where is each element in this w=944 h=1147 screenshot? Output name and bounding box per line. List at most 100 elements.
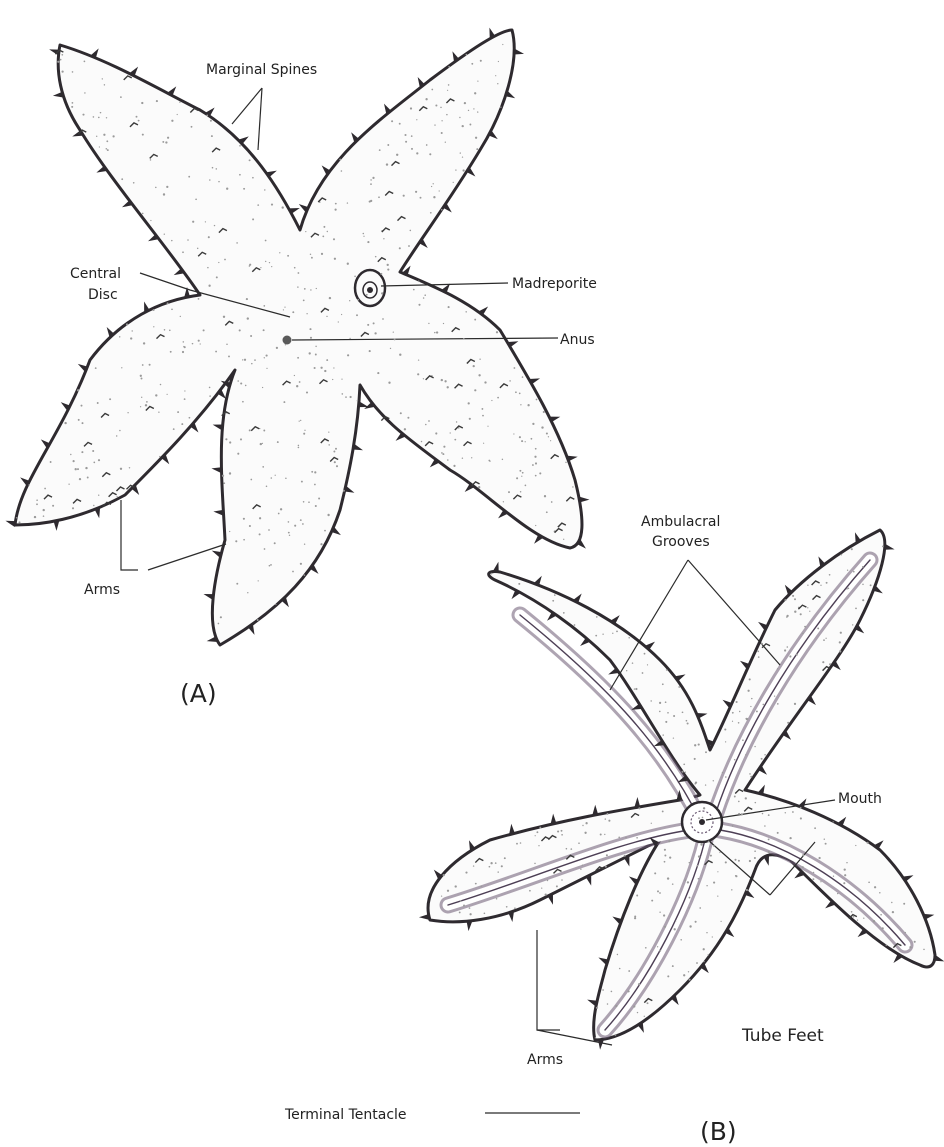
stipple-dot (97, 402, 99, 404)
stipple-dot (453, 465, 455, 467)
stipple-dot (667, 975, 669, 977)
stipple-dot (284, 306, 285, 307)
stipple-dot (719, 852, 720, 853)
stipple-dot (673, 737, 674, 738)
stipple-dot (288, 521, 290, 523)
stipple-dot (465, 872, 467, 874)
stipple-dot (484, 912, 486, 914)
stipple-dot (521, 476, 522, 477)
marginal-spine (508, 911, 514, 922)
marginal-spine (213, 510, 223, 516)
stipple-dot (274, 542, 276, 544)
stipple-dot (169, 330, 171, 332)
starfish-aboral-view: Marginal Spines Central Disc Madreporite… (15, 30, 597, 708)
stipple-dot (84, 92, 85, 93)
stipple-dot (710, 855, 712, 857)
marginal-spine (359, 401, 369, 407)
stipple-dot (141, 378, 143, 380)
stipple-dot (70, 454, 71, 455)
stipple-dot (682, 711, 684, 713)
stipple-dot (695, 921, 697, 923)
stipple-dot (450, 432, 451, 433)
stipple-dot (119, 336, 120, 337)
stipple-dot (703, 807, 705, 809)
stipple-dot (288, 532, 290, 534)
stipple-dot (363, 233, 365, 235)
caption-b: (B) (700, 1117, 737, 1146)
stipple-dot (382, 318, 384, 320)
stipple-dot (462, 156, 463, 157)
stipple-dot (892, 911, 894, 913)
marginal-spine (53, 92, 64, 98)
stipple-dot (378, 196, 380, 198)
stipple-dot (534, 863, 536, 865)
marginal-spine (211, 467, 221, 473)
stipple-dot (521, 440, 523, 442)
stipple-dot (784, 649, 786, 651)
stipple-dot (659, 892, 661, 894)
stipple-dot (192, 221, 194, 223)
stipple-dot (259, 517, 261, 519)
stipple-dot (243, 539, 245, 541)
stipple-dot (698, 878, 700, 880)
stipple-dot (429, 153, 431, 155)
stipple-dot (444, 380, 446, 382)
stipple-dot (789, 655, 791, 657)
stipple-dot (764, 754, 766, 756)
stipple-dot (420, 197, 422, 199)
stipple-dot (304, 288, 306, 290)
stipple-dot (465, 311, 466, 312)
stipple-dot (328, 444, 330, 446)
stipple-dot (164, 234, 165, 235)
stipple-dot (421, 441, 423, 443)
stipple-dot (98, 495, 99, 496)
stipple-dot (824, 838, 825, 839)
stipple-dot (252, 177, 254, 179)
stipple-dot (171, 120, 173, 122)
stipple-dot (727, 799, 728, 800)
stipple-dot (755, 802, 756, 803)
stipple-dot (400, 412, 402, 414)
marginal-spine (579, 497, 590, 503)
stipple-dot (57, 61, 59, 63)
stipple-dot (448, 306, 450, 308)
stipple-dot (703, 961, 704, 962)
stipple-dot (852, 624, 853, 625)
stipple-dot (310, 254, 311, 255)
stipple-dot (92, 450, 94, 452)
stipple-dot (36, 499, 38, 501)
stipple-dot (266, 486, 268, 488)
stipple-dot (407, 417, 409, 419)
stipple-dot (443, 874, 445, 876)
stipple-dot (218, 181, 220, 183)
stipple-dot (155, 394, 157, 396)
label-marginal-spines: Marginal Spines (206, 62, 317, 78)
stipple-dot (738, 860, 740, 862)
stipple-dot (689, 862, 691, 864)
stipple-dot (459, 117, 460, 118)
stipple-dot (264, 189, 265, 190)
stipple-dot (688, 971, 689, 972)
stipple-dot (476, 148, 478, 150)
stipple-dot (548, 436, 549, 437)
stipple-dot (539, 827, 541, 829)
stipple-dot (851, 911, 853, 913)
stipple-dot (79, 478, 81, 480)
stipple-dot (350, 396, 352, 398)
mouth (682, 802, 722, 842)
stipple-dot (275, 604, 276, 605)
stipple-dot (404, 428, 406, 430)
marginal-spine (550, 814, 556, 825)
stipple-dot (140, 406, 141, 407)
stipple-dot (153, 326, 154, 327)
stipple-dot (561, 830, 563, 832)
stipple-dot (516, 843, 518, 845)
stipple-dot (189, 417, 191, 419)
stipple-dot (341, 378, 342, 379)
stipple-dot (271, 477, 273, 479)
stipple-dot (73, 460, 75, 462)
stipple-dot (469, 418, 471, 420)
stipple-dot (106, 148, 108, 150)
stipple-dot (637, 1012, 638, 1013)
stipple-dot (170, 351, 172, 353)
